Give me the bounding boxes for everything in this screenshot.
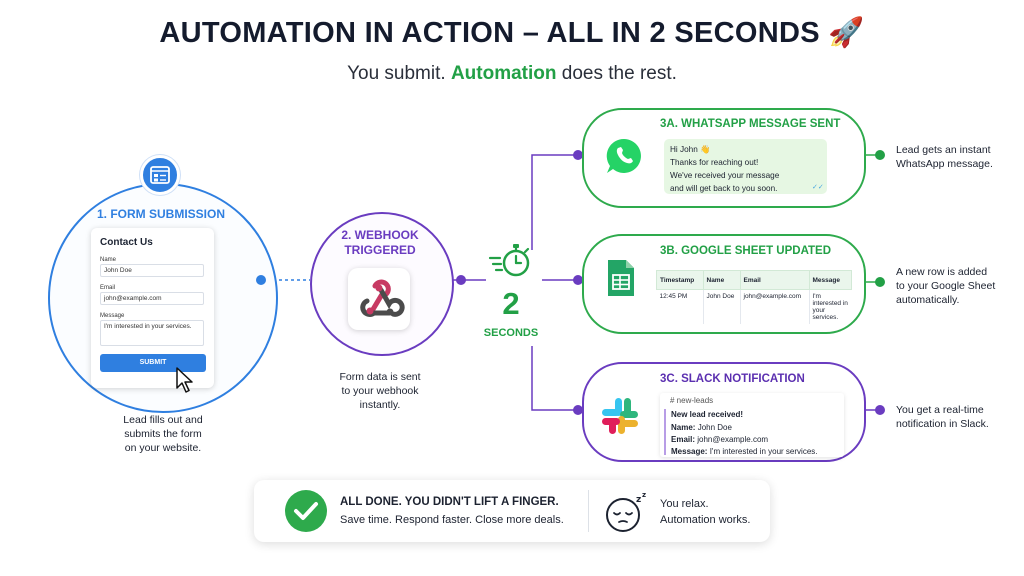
column-header: Name — [702, 270, 741, 290]
relax-line-1: You relax. — [660, 498, 709, 510]
step3c-caption: You get a real-time notification in Slac… — [896, 403, 1016, 431]
slack-quote-bar — [664, 409, 666, 455]
slack-email-label: Email: — [671, 435, 696, 444]
step3a-title: 3A. WHATSAPP MESSAGE SENT — [660, 118, 841, 130]
name-label: Name — [100, 257, 117, 263]
caption-line: Lead gets an instant — [896, 144, 991, 156]
slack-name-label: Name: — [671, 423, 696, 432]
whatsapp-icon — [606, 138, 641, 173]
name-field[interactable]: John Doe — [100, 264, 204, 277]
stopwatch-icon — [488, 244, 530, 277]
slack-name-line: Name: John Doe — [671, 423, 732, 432]
table-cell: john@example.com — [740, 289, 810, 324]
caption-line: on your website. — [124, 442, 202, 454]
step2-title-line: 2. WEBHOOK — [341, 228, 419, 242]
slack-headline: New lead received! — [671, 410, 744, 419]
caption-line: Form data is sent — [339, 371, 421, 383]
page-subtitle: You submit. Automation does the rest. — [0, 63, 1024, 85]
slack-email-value: john@example.com — [697, 435, 769, 444]
webhook-icon-box — [348, 268, 410, 330]
slack-message-card — [660, 393, 844, 457]
column-header: Message — [808, 270, 852, 290]
step2-title-line: TRIGGERED — [344, 243, 416, 257]
caption-line: A new row is added — [896, 266, 988, 278]
connector-dot — [875, 405, 885, 415]
caption-line: submits the form — [124, 428, 202, 440]
message-line: and will get back to you soon. — [670, 184, 778, 193]
caption-line: to your webhook — [341, 385, 419, 397]
done-title: ALL DONE. YOU DIDN'T LIFT A FINGER. — [340, 496, 559, 508]
submit-button[interactable]: SUBMIT — [100, 354, 206, 372]
seconds-number: 2 — [502, 286, 520, 321]
message-line: Hi John 👋 — [670, 145, 711, 154]
browser-form-icon — [140, 155, 180, 195]
subtitle-post: does the rest. — [561, 63, 677, 84]
caption-line: You get a real-time — [896, 404, 984, 416]
caption-line: instantly. — [359, 399, 401, 411]
read-ticks-icon: ✓✓ — [812, 184, 824, 191]
step2-caption: Form data is sent to your webhook instan… — [320, 370, 440, 412]
table-cell: 12:45 PM — [656, 289, 704, 324]
connector-dot — [573, 405, 583, 415]
table-header-row: Timestamp Name Email Message — [656, 270, 852, 290]
whatsapp-message-bubble: Hi John 👋 Thanks for reaching out! We've… — [664, 139, 827, 194]
slack-message-line: Message: I'm interested in your services… — [671, 447, 818, 456]
caption-line: notification in Slack. — [896, 418, 989, 430]
step3b-caption: A new row is added to your Google Sheet … — [896, 265, 1016, 307]
table-cell: I'm interested in your services. — [812, 293, 848, 321]
connector-dot — [875, 277, 885, 287]
step1-title: 1. FORM SUBMISSION — [96, 207, 225, 221]
message-line: Thanks for reaching out! — [670, 158, 759, 167]
caption-line: WhatsApp message. — [896, 158, 993, 170]
check-circle-icon — [285, 490, 327, 532]
divider — [588, 490, 589, 532]
table-row: 12:45 PM John Doe john@example.com I'm i… — [656, 289, 852, 324]
slack-channel: # new-leads — [670, 396, 714, 405]
webhook-icon — [360, 279, 405, 317]
connector-dot — [875, 150, 885, 160]
slack-message-label: Message: — [671, 447, 708, 456]
connector-dot — [573, 275, 583, 285]
subtitle-pre: You submit. — [347, 63, 446, 84]
email-label: Email — [100, 285, 116, 291]
google-sheets-icon — [608, 260, 634, 296]
sleeping-face-icon: z z — [606, 491, 646, 532]
column-header: Timestamp — [656, 270, 704, 290]
svg-text:z: z — [636, 495, 641, 505]
summary-card — [254, 480, 770, 542]
caption-line: automatically. — [896, 294, 960, 306]
mouse-cursor-icon — [176, 367, 193, 393]
slack-name-value: John Doe — [697, 423, 732, 432]
table-cell: John Doe — [703, 289, 741, 324]
email-field[interactable]: john@example.com — [100, 292, 204, 305]
step3b-title: 3B. GOOGLE SHEET UPDATED — [660, 245, 832, 257]
connector-dot — [256, 275, 266, 285]
step2-title: 2. WEBHOOK TRIGGERED — [320, 228, 440, 258]
svg-text:z: z — [642, 491, 646, 499]
column-header: Email — [739, 270, 810, 290]
message-field[interactable]: I'm interested in your services. — [100, 320, 204, 346]
done-subtitle: Save time. Respond faster. Close more de… — [340, 514, 564, 526]
slack-icon — [602, 398, 638, 434]
subtitle-highlight: Automation — [450, 63, 557, 84]
connector-dot — [573, 150, 583, 160]
page-title: AUTOMATION IN ACTION – ALL IN 2 SECONDS … — [0, 16, 1024, 50]
slack-message-value: I'm interested in your services. — [709, 447, 818, 456]
sheet-table: Timestamp Name Email Message 12:45 PM Jo… — [656, 270, 852, 324]
message-line: We've received your message — [670, 171, 780, 180]
caption-line: to your Google Sheet — [896, 280, 996, 292]
slack-email-line: Email: john@example.com — [671, 435, 768, 444]
form-heading: Contact Us — [100, 237, 153, 248]
step3a-caption: Lead gets an instant WhatsApp message. — [896, 143, 1016, 171]
relax-line-2: Automation works. — [660, 514, 751, 526]
step3c-title: 3C. SLACK NOTIFICATION — [660, 373, 805, 385]
step1-caption: Lead fills out and submits the form on y… — [88, 413, 238, 455]
caption-line: Lead fills out and — [123, 414, 203, 426]
title-text: AUTOMATION IN ACTION – ALL IN 2 SECONDS — [159, 17, 820, 49]
seconds-label: SECONDS — [483, 327, 539, 339]
message-label: Message — [100, 313, 125, 319]
rocket-icon: 🚀 — [828, 17, 865, 49]
connector-dot — [456, 275, 466, 285]
